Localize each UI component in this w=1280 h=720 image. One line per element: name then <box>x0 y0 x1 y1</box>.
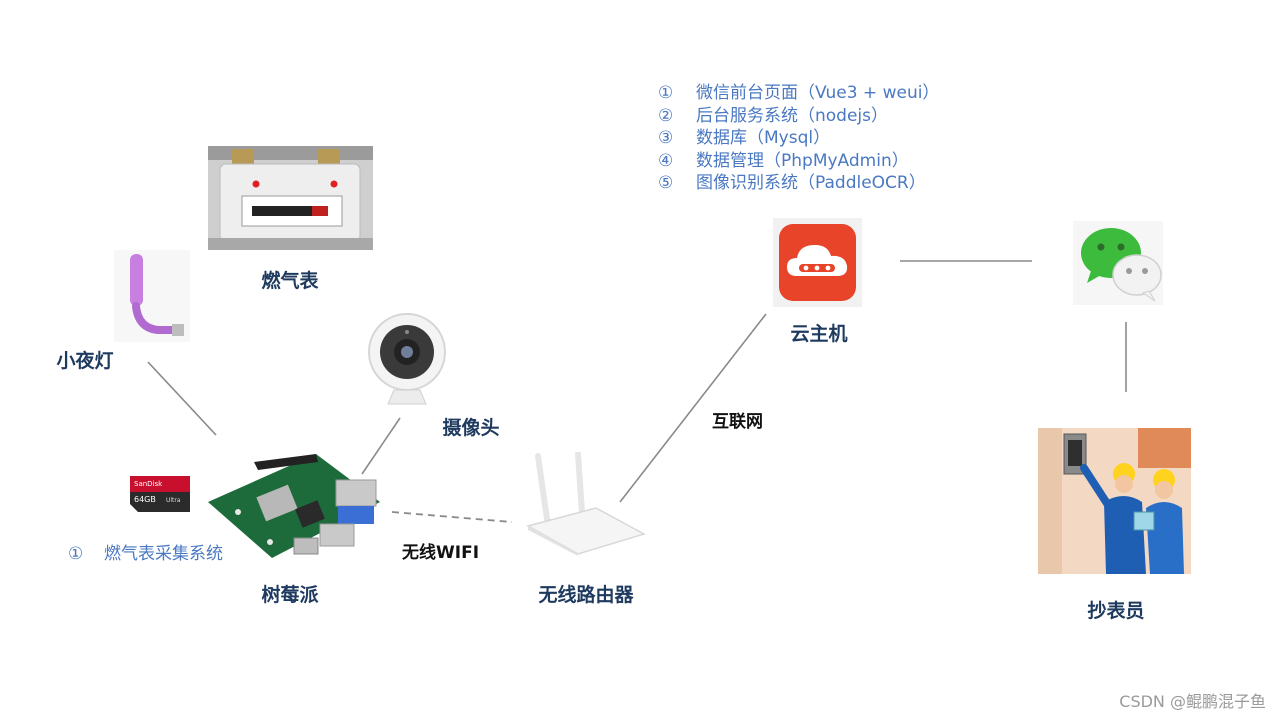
wechat-icon <box>1073 221 1163 305</box>
cloud-service-item: ② 后台服务系统（nodejs） <box>658 105 939 128</box>
cloud-service-list: ① 微信前台页面（Vue3 + weui） ② 后台服务系统（nodejs） ③ 数据… <box>658 82 939 195</box>
sd-line-text: Ultra <box>166 497 181 504</box>
gas-meter-photo <box>208 146 373 250</box>
gas-meter-label: 燃气表 <box>261 270 319 292</box>
sd-card-photo: SanDisk 64GB Ultra <box>128 474 192 514</box>
cloud-service-item: ⑤ 图像识别系统（PaddleOCR） <box>658 172 939 195</box>
pi-service-number: ① <box>68 544 84 564</box>
cloud-service-item: ④ 数据管理（PhpMyAdmin） <box>658 150 939 173</box>
line-camera-pi <box>361 417 401 475</box>
meter-reader-label: 抄表员 <box>1087 600 1145 622</box>
night-light-label: 小夜灯 <box>56 350 114 372</box>
internet-edge-label: 互联网 <box>712 412 763 432</box>
night-light-photo <box>114 250 190 342</box>
line-router-cloud <box>619 313 767 503</box>
pi-service-list: ① 燃气表采集系统 <box>68 539 223 564</box>
service-text: 后台服务系统（nodejs） <box>696 105 889 126</box>
meter-reader-illustration <box>1038 428 1191 574</box>
service-number: ③ <box>658 128 674 148</box>
service-text: 图像识别系统（PaddleOCR） <box>696 173 926 193</box>
service-number: ② <box>658 105 674 126</box>
service-text: 数据库（Mysql） <box>696 128 831 148</box>
raspberry-pi-label: 树莓派 <box>261 584 319 606</box>
sd-capacity-text: 64GB <box>134 495 156 504</box>
camera-label: 摄像头 <box>442 417 500 439</box>
line-pi-router-wifi <box>391 511 513 523</box>
cloud-host-label: 云主机 <box>790 323 848 345</box>
router-label: 无线路由器 <box>538 584 634 606</box>
service-number: ⑤ <box>658 173 674 193</box>
watermark: CSDN @鲲鹏混子鱼 <box>1119 692 1266 711</box>
pi-service-text: 燃气表采集系统 <box>104 544 223 564</box>
raspberry-pi-photo <box>198 450 382 562</box>
cloud-service-item: ③ 数据库（Mysql） <box>658 127 939 150</box>
service-text: 微信前台页面（Vue3 + weui） <box>696 83 940 103</box>
service-number: ④ <box>658 150 674 171</box>
sd-brand-text: SanDisk <box>134 480 163 488</box>
wifi-edge-label: 无线WIFI <box>402 543 480 563</box>
cloud-host-icon <box>773 218 862 307</box>
router-photo <box>518 451 648 556</box>
pi-service-item: ① 燃气表采集系统 <box>68 539 223 564</box>
service-number: ① <box>658 83 674 103</box>
line-nightlight-pi <box>147 361 217 436</box>
camera-photo <box>366 312 448 406</box>
cloud-service-item: ① 微信前台页面（Vue3 + weui） <box>658 82 939 105</box>
service-text: 数据管理（PhpMyAdmin） <box>696 150 909 171</box>
